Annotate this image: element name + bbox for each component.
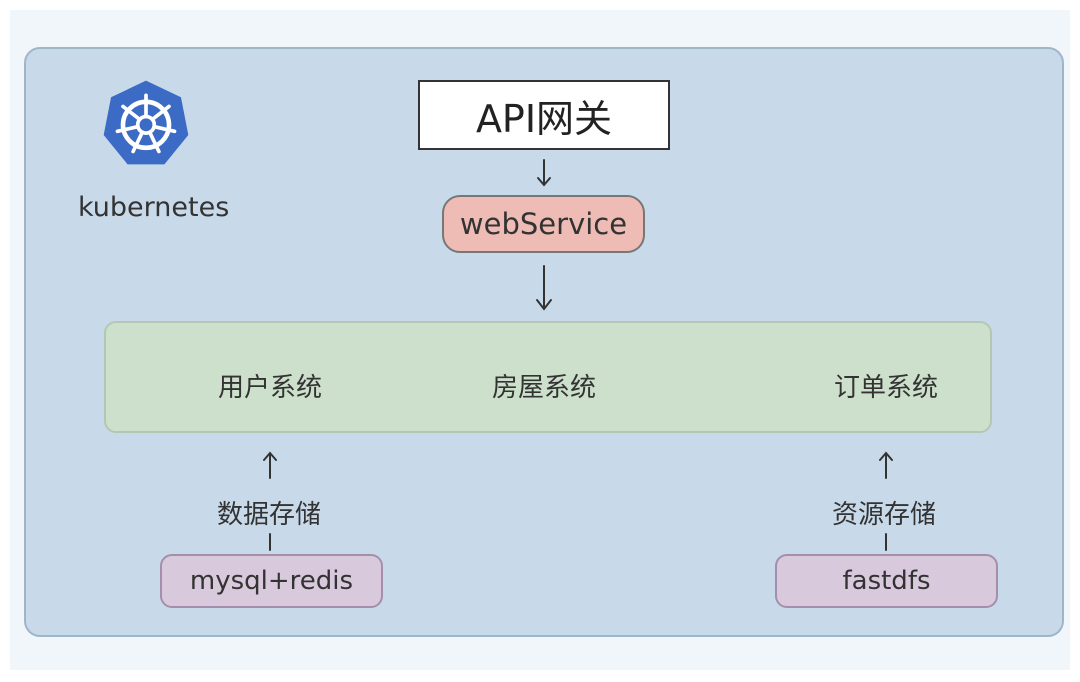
order-system-label: 订单系统 <box>834 373 939 403</box>
house-system-label: 房屋系统 <box>492 373 597 403</box>
resource-storage-relation-label: 资源存储 <box>832 500 937 530</box>
user-system-label: 用户系统 <box>218 373 323 403</box>
arrow-webservice-to-systems <box>536 265 552 311</box>
arrow-gateway-to-webservice <box>537 159 551 187</box>
arrow-filestore-to-order-system <box>879 451 893 551</box>
database-node: mysql+redis <box>160 554 383 608</box>
arrow-database-to-user-system <box>263 451 277 551</box>
kubernetes-label: kubernetes <box>78 192 230 223</box>
data-storage-relation-label: 数据存储 <box>217 500 322 530</box>
business-systems-group: 用户系统 房屋系统 订单系统 <box>104 321 992 433</box>
api-gateway-node: API网关 <box>418 80 670 150</box>
kubernetes-logo-icon <box>103 80 189 165</box>
file-storage-node: fastdfs <box>775 554 998 608</box>
webservice-node: webService <box>442 195 645 253</box>
